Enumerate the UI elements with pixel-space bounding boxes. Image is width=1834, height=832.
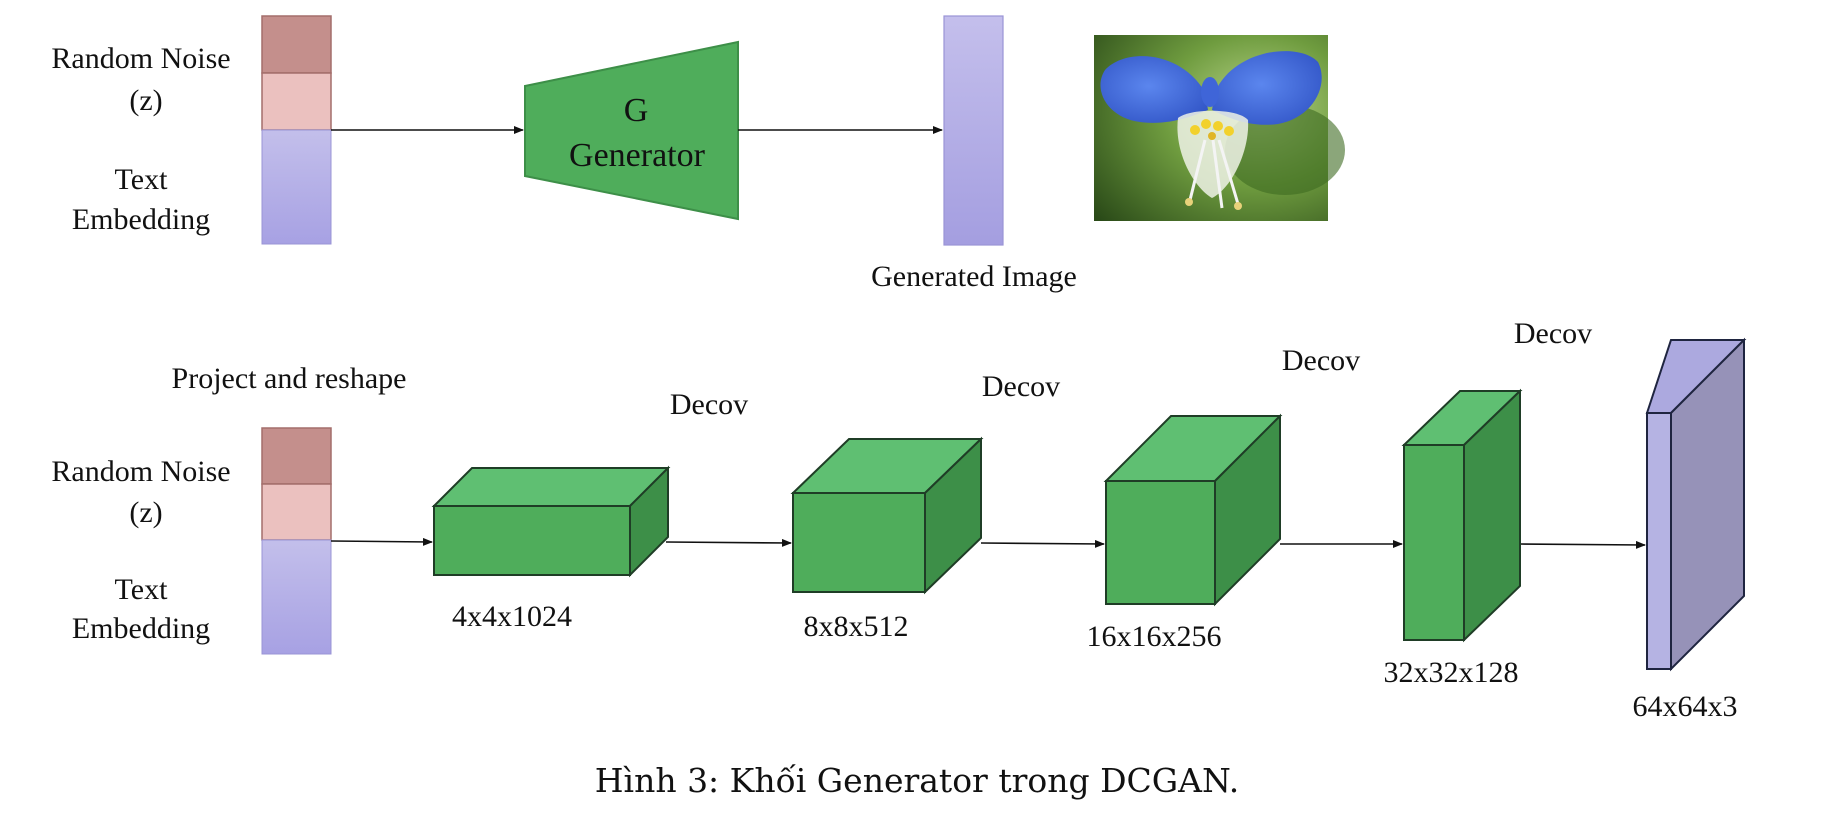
block-label-8x8x512: 8x8x512 xyxy=(804,610,909,643)
generated-flower-image xyxy=(1094,35,1345,221)
block-label-32x32x128: 32x32x128 xyxy=(1384,656,1519,689)
bottom-embedding-label: Embedding xyxy=(72,612,210,645)
bottom-noise-segment-2 xyxy=(261,483,332,541)
decov-label-1: Decov xyxy=(670,388,748,421)
top-noise-label: Random Noise xyxy=(51,42,230,75)
generator-letter: G xyxy=(624,92,649,129)
bottom-noise-label: Random Noise xyxy=(51,455,230,488)
feature-block-4x4x1024 xyxy=(431,465,671,578)
top-embedding-segment xyxy=(261,129,332,245)
decov-label-3: Decov xyxy=(1282,344,1360,377)
project-reshape-label: Project and reshape xyxy=(172,362,407,395)
bottom-embedding-segment xyxy=(261,539,332,655)
decov-label-4: Decov xyxy=(1514,317,1592,350)
bottom-input-vector xyxy=(261,427,332,655)
bottom-arrow-2 xyxy=(665,538,792,547)
bottom-arrow-1 xyxy=(330,537,433,546)
top-z-label: (z) xyxy=(129,84,162,117)
block-label-16x16x256: 16x16x256 xyxy=(1087,620,1222,653)
top-noise-segment-2 xyxy=(261,72,332,131)
generator-trapezoid xyxy=(524,40,739,221)
bottom-arrow-3 xyxy=(980,539,1105,548)
figure-caption: Hình 3: Khối Generator trong DCGAN. xyxy=(595,761,1240,800)
generator-label: Generator xyxy=(569,137,706,174)
bottom-text-label: Text xyxy=(115,573,169,606)
feature-block-32x32x128 xyxy=(1401,388,1523,643)
output-block-64x64x3 xyxy=(1645,337,1747,672)
feature-block-16x16x256 xyxy=(1103,413,1283,607)
top-embedding-label: Embedding xyxy=(72,203,210,236)
bottom-z-label: (z) xyxy=(129,496,162,529)
feature-block-8x8x512 xyxy=(790,436,984,595)
top-noise-segment-1 xyxy=(261,15,332,74)
block-label-64x64x3: 64x64x3 xyxy=(1633,690,1738,723)
top-input-vector xyxy=(261,15,332,245)
top-text-label: Text xyxy=(115,163,169,196)
block-label-4x4x1024: 4x4x1024 xyxy=(452,600,572,633)
generated-output-vector xyxy=(943,15,1004,246)
generated-image-label: Generated Image xyxy=(871,260,1077,293)
bottom-arrow-5 xyxy=(1519,540,1646,549)
decov-label-2: Decov xyxy=(982,370,1060,403)
bottom-noise-segment-1 xyxy=(261,427,332,485)
